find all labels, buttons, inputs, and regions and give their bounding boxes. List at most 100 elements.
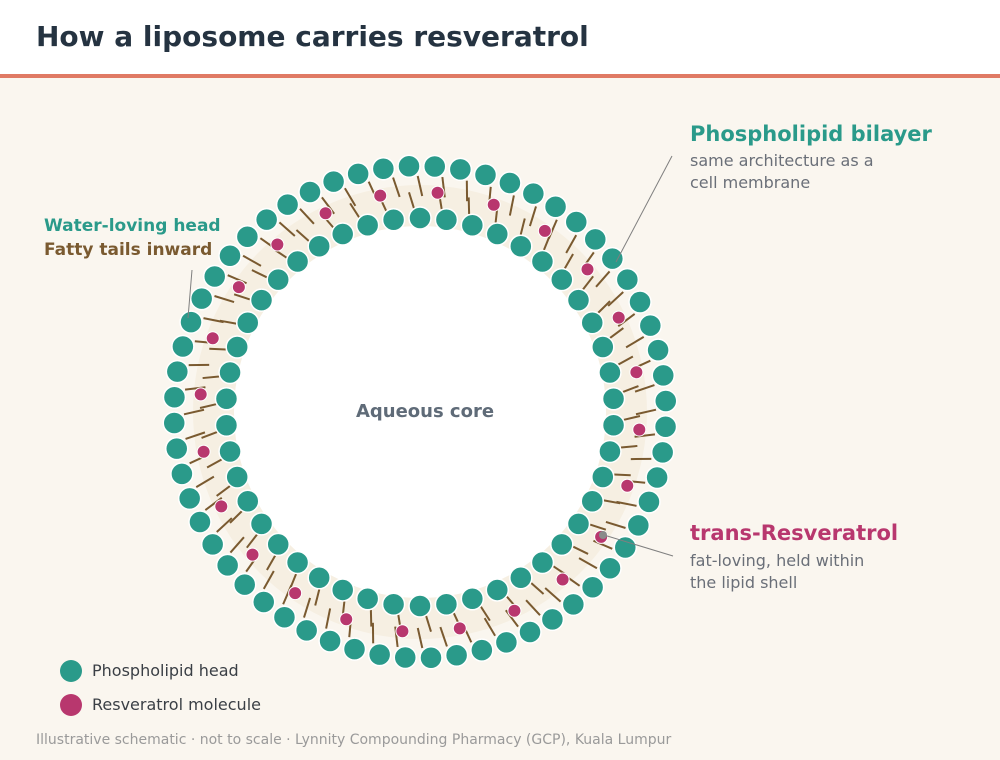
inner-lipid-tail (480, 606, 491, 622)
outer-phospholipid-head (518, 620, 542, 644)
outer-lipid-tail (595, 270, 611, 288)
inner-lipid-tail (530, 582, 545, 595)
outer-lipid-tail (483, 617, 496, 637)
outer-phospholipid-head (251, 590, 276, 614)
inner-lipid-tail (209, 347, 226, 351)
outer-phospholipid-head (498, 171, 522, 195)
resveratrol-molecule (629, 365, 644, 380)
resveratrol-molecule (231, 280, 246, 295)
outer-phospholipid-head (272, 605, 297, 630)
resveratrol-molecule (214, 499, 229, 514)
bilayer-leader-line (615, 155, 673, 263)
inner-phospholipid-head (307, 566, 331, 590)
outer-phospholipid-head (540, 607, 565, 632)
outer-lipid-tail (344, 187, 357, 207)
outer-phospholipid-head (162, 385, 187, 409)
outer-head-layer (162, 154, 678, 670)
aqueous-core (234, 226, 606, 598)
inner-lipid-tail (295, 229, 310, 242)
outer-phospholipid-head (561, 592, 586, 617)
inner-head-layer (214, 206, 626, 618)
outer-lipid-tail (299, 208, 315, 225)
header-divider (0, 74, 1000, 78)
inner-phospholipid-head (355, 587, 380, 611)
inner-phospholipid-head (307, 234, 331, 258)
outer-phospholipid-head (600, 246, 625, 271)
inner-phospholipid-head (601, 413, 626, 437)
outer-phospholipid-head (188, 510, 212, 534)
outer-phospholipid-head (615, 267, 640, 292)
inner-lipid-tail (233, 293, 251, 301)
resveratrol-molecule (373, 188, 388, 203)
outer-phospholipid-head (448, 157, 473, 182)
inner-lipid-tail (519, 218, 526, 235)
inner-phospholipid-head (566, 512, 591, 536)
outer-phospholipid-head (628, 290, 652, 314)
inner-phospholipid-head (509, 234, 533, 258)
inner-lipid-tail (219, 319, 237, 325)
head-leader-line (187, 269, 193, 319)
outer-lipid-tail (325, 608, 332, 629)
inner-phospholipid-head (225, 335, 249, 359)
outer-phospholipid-head (346, 162, 370, 186)
inner-lipid-tail (563, 253, 574, 269)
outer-lipid-tail (605, 520, 626, 529)
inner-phospholipid-head (550, 267, 574, 292)
inner-phospholipid-head (355, 213, 380, 237)
resveratrol-molecule (205, 331, 220, 346)
resveratrol-molecule (611, 310, 626, 325)
outer-phospholipid-head (494, 630, 519, 655)
outer-lipid-tail (195, 475, 215, 488)
outer-phospholipid-head (637, 490, 661, 514)
inner-lipid-tail (582, 275, 594, 291)
outer-lipid-tail (607, 291, 624, 307)
outer-phospholipid-head (318, 629, 342, 653)
outer-phospholipid-head (580, 575, 605, 600)
resveratrol-molecules (193, 185, 647, 639)
inner-phospholipid-head (460, 213, 485, 237)
outer-phospholipid-head (218, 243, 242, 268)
resveratrol-callout-title: trans-Resveratrol (690, 521, 898, 545)
resveratrol-molecule (245, 547, 260, 562)
outer-phospholipid-head (171, 334, 195, 359)
inner-phospholipid-head (214, 387, 239, 411)
outer-lipid-tail (578, 557, 598, 570)
inner-phospholipid-head (485, 578, 510, 602)
outer-lipid-tail (544, 587, 562, 603)
outer-phospholipid-head (651, 363, 676, 388)
inner-phospholipid-head (381, 592, 406, 616)
outer-phospholipid-head (179, 310, 203, 334)
outer-lipid-tail (216, 517, 233, 533)
outer-lipid-tail (214, 295, 235, 304)
inner-phospholipid-head (330, 578, 355, 602)
outer-phospholipid-head (200, 532, 225, 557)
inner-lipid-tail (314, 589, 321, 606)
outer-phospholipid-head (613, 535, 638, 560)
outer-lipid-tail (439, 626, 448, 647)
outer-phospholipid-head (367, 642, 392, 667)
inner-lipid-tail (246, 533, 258, 549)
outer-lipid-tail (229, 536, 245, 554)
inner-phospholipid-head (460, 587, 485, 611)
inner-lipid-tail (199, 403, 217, 409)
inner-phospholipid-head (434, 592, 459, 616)
inner-phospholipid-head (580, 310, 604, 335)
outer-phospholipid-head (298, 180, 322, 204)
resveratrol-molecule (270, 237, 285, 252)
inner-phospholipid-head (285, 550, 310, 575)
outer-phospholipid-head (397, 154, 421, 178)
inner-phospholipid-head (330, 222, 355, 246)
outer-lipid-tail (392, 177, 401, 198)
inner-lipid-tail (425, 615, 432, 633)
outer-phospholipid-head (189, 286, 214, 311)
inner-lipid-tail (266, 555, 277, 571)
outer-phospholipid-head (215, 553, 240, 578)
outer-lipid-tail (565, 234, 578, 254)
outer-phospholipid-head (254, 207, 279, 232)
outer-phospholipid-head (543, 194, 568, 219)
resveratrol-callout-line-2: the lipid shell (690, 573, 797, 592)
inner-phospholipid-head (266, 267, 290, 292)
inner-lipid-tail (617, 355, 634, 366)
outer-phospholipid-head (162, 411, 186, 435)
inner-phospholipid-head (225, 465, 249, 489)
